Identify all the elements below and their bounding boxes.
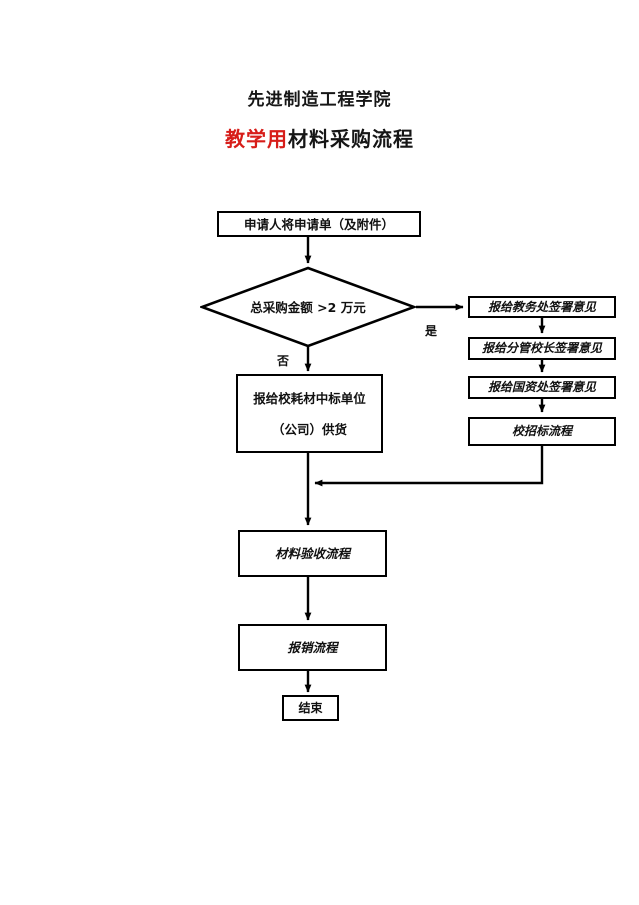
page-title-institution: 先进制造工程学院: [247, 90, 392, 110]
node-approval-vice-president-label: 报给分管校长签署意见: [481, 341, 602, 355]
decision-line-2: >2 万元: [317, 299, 366, 315]
chart-title-block: 先进制造工程学院 教学用材料采购流程: [0, 88, 639, 152]
node-decision-text: 总采购金额 >2 万元: [250, 298, 365, 317]
node-start[interactable]: 申请人将申请单（及附件）: [217, 211, 421, 237]
node-decision[interactable]: 总采购金额 >2 万元: [200, 266, 416, 348]
node-no-branch-line-1: 报给校耗材中标单位: [253, 390, 366, 406]
branch-label-no: 否: [277, 354, 290, 368]
title-rest-text: 材料采购流程: [288, 127, 414, 151]
node-start-label: 申请人将申请单（及附件）: [243, 216, 394, 232]
node-approval-state-assets[interactable]: 报给国资处签署意见: [468, 376, 616, 399]
diamond-shape: [200, 266, 416, 348]
node-approval-state-assets-label: 报给国资处签署意见: [487, 380, 596, 394]
node-no-branch-supplier[interactable]: 报给校耗材中标单位 （公司）供货: [236, 374, 383, 453]
node-approval-academic-affairs-label: 报给教务处签署意见: [487, 299, 596, 314]
title-accent-text: 教学用: [225, 127, 288, 151]
node-material-acceptance[interactable]: 材料验收流程: [238, 530, 387, 577]
node-school-bidding-process[interactable]: 校招标流程: [468, 417, 616, 446]
node-reimbursement-label: 报销流程: [287, 640, 338, 655]
node-end[interactable]: 结束: [282, 695, 339, 721]
decision-line-1: 总采购金额: [250, 299, 313, 315]
branch-label-yes: 是: [425, 324, 438, 338]
node-school-bidding-process-label: 校招标流程: [511, 424, 572, 438]
node-approval-vice-president[interactable]: 报给分管校长签署意见: [468, 337, 616, 360]
node-end-label: 结束: [298, 700, 323, 715]
node-no-branch-line-2: （公司）供货: [271, 421, 347, 437]
node-approval-academic-affairs[interactable]: 报给教务处签署意见: [468, 296, 616, 318]
node-reimbursement[interactable]: 报销流程: [238, 624, 387, 671]
page-title-process: 教学用材料采购流程: [0, 126, 639, 152]
node-material-acceptance-label: 材料验收流程: [274, 546, 350, 561]
